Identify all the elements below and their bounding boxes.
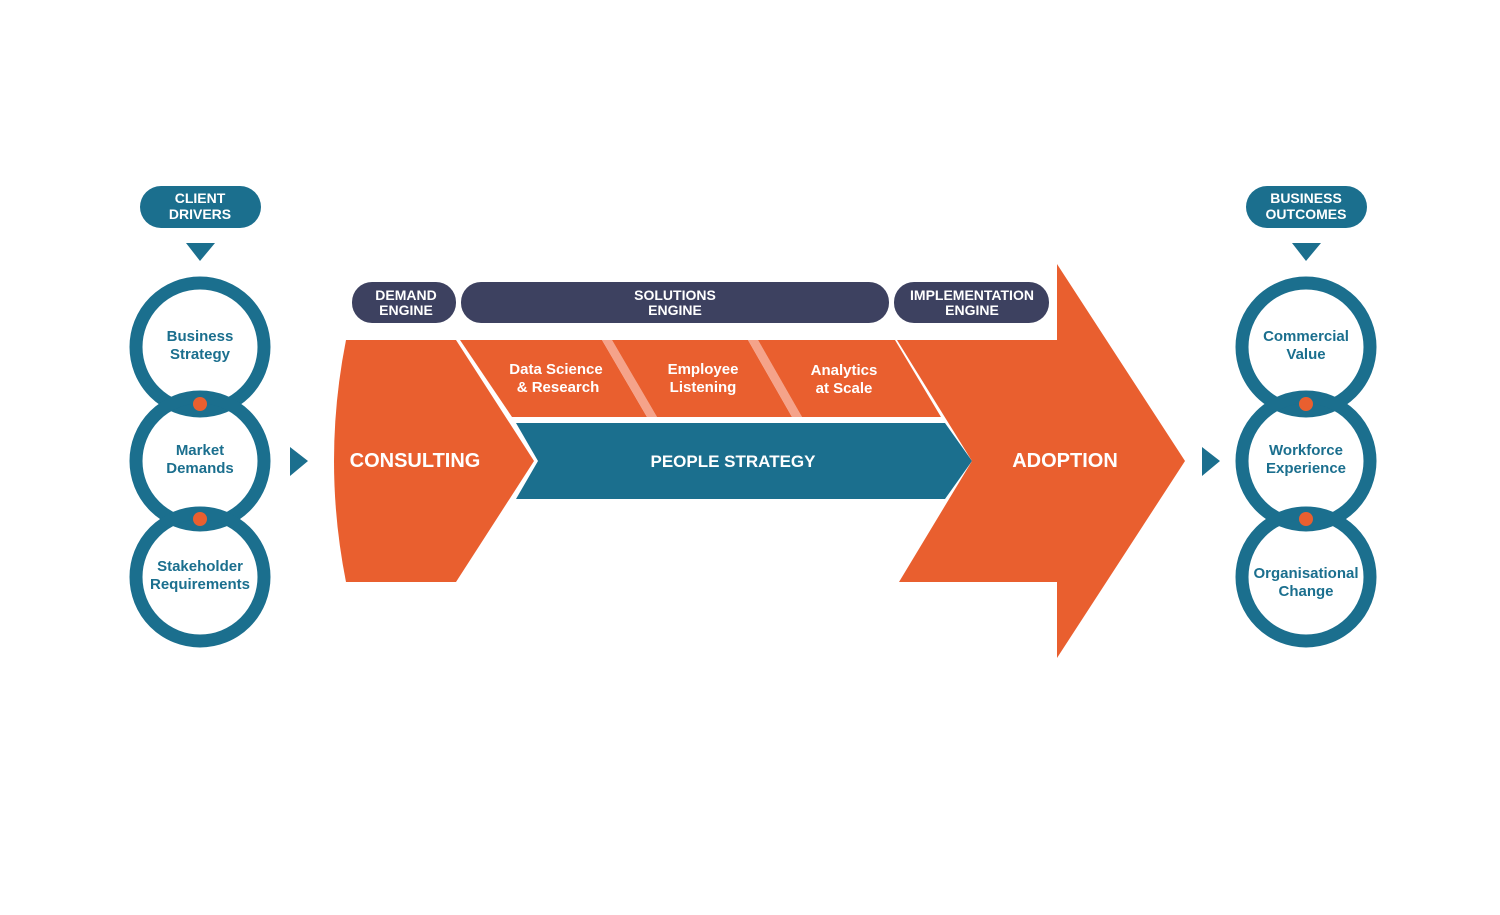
outcome-label: Commercial bbox=[1263, 328, 1349, 345]
solution-label: & Research bbox=[517, 379, 600, 396]
client-drivers-pill bbox=[140, 186, 261, 228]
solution-employee-listening bbox=[612, 340, 792, 417]
consulting-label: CONSULTING bbox=[350, 450, 481, 472]
implementation-engine-label-line1: IMPLEMENTATION bbox=[910, 287, 1034, 303]
consulting-shape bbox=[334, 340, 534, 582]
outcome-label: Experience bbox=[1266, 460, 1346, 477]
solution-label: Listening bbox=[670, 379, 737, 396]
outcome-label: Workforce bbox=[1269, 442, 1343, 459]
driver-label: Strategy bbox=[170, 346, 231, 363]
driver-label: Business bbox=[167, 328, 234, 345]
connector-dot bbox=[1299, 512, 1313, 526]
down-triangle-icon bbox=[1292, 243, 1321, 261]
driver-label: Stakeholder bbox=[157, 558, 243, 575]
solutions-engine-label-line1: SOLUTIONS bbox=[634, 287, 716, 303]
driver-label: Market bbox=[176, 442, 224, 459]
business-outcomes-group: BUSINESS OUTCOMES Commercial Value Workf… bbox=[1235, 186, 1377, 648]
outcome-label: Value bbox=[1286, 346, 1325, 363]
solution-analytics bbox=[758, 340, 941, 417]
solution-label: at Scale bbox=[816, 380, 873, 397]
solution-divider bbox=[602, 340, 657, 417]
implementation-engine-label-line2: ENGINE bbox=[945, 302, 999, 318]
solution-label: Data Science bbox=[509, 361, 602, 378]
solution-label: Analytics bbox=[811, 362, 878, 379]
people-strategy-label: PEOPLE STRATEGY bbox=[651, 452, 817, 471]
solution-data-science bbox=[460, 340, 647, 417]
driver-label: Demands bbox=[166, 460, 234, 477]
business-outcomes-pill bbox=[1246, 186, 1367, 228]
business-outcomes-label-line1: BUSINESS bbox=[1270, 190, 1342, 206]
right-triangle-icon bbox=[1202, 447, 1220, 476]
solutions-engine-pill bbox=[461, 282, 889, 323]
outcome-label: Organisational bbox=[1253, 565, 1358, 582]
solution-label: Employee bbox=[668, 361, 739, 378]
solution-divider bbox=[748, 340, 802, 417]
adoption-arrow bbox=[897, 264, 1185, 658]
outcome-label: Change bbox=[1278, 583, 1333, 600]
connector-dot bbox=[193, 512, 207, 526]
solutions-engine-label-line2: ENGINE bbox=[648, 302, 702, 318]
client-drivers-label-line1: CLIENT bbox=[175, 190, 226, 206]
connector-dot bbox=[193, 397, 207, 411]
connector-dot bbox=[1299, 397, 1313, 411]
demand-engine-pill bbox=[352, 282, 456, 323]
right-triangle-icon bbox=[290, 447, 308, 476]
business-outcomes-label-line2: OUTCOMES bbox=[1266, 206, 1347, 222]
people-strategy-band bbox=[516, 423, 972, 499]
adoption-label: ADOPTION bbox=[1012, 450, 1118, 472]
client-drivers-group: CLIENT DRIVERS Business Strategy Market … bbox=[129, 186, 271, 648]
down-triangle-icon bbox=[186, 243, 215, 261]
client-drivers-label-line2: DRIVERS bbox=[169, 206, 231, 222]
demand-engine-label-line1: DEMAND bbox=[375, 287, 436, 303]
implementation-engine-pill bbox=[894, 282, 1049, 323]
driver-label: Requirements bbox=[150, 576, 250, 593]
demand-engine-label-line2: ENGINE bbox=[379, 302, 433, 318]
